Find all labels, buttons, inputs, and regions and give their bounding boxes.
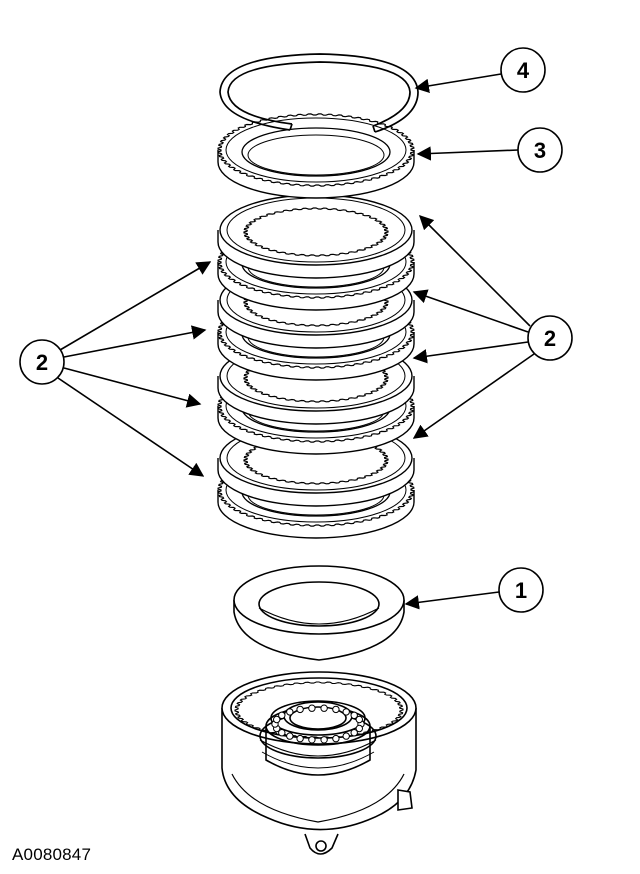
clutch-plate-stack bbox=[217, 113, 415, 539]
callout-1: 1 bbox=[404, 567, 544, 613]
bearing-ball bbox=[342, 708, 350, 716]
clutch-plate-friction-2 bbox=[217, 194, 415, 279]
bearing-ball bbox=[286, 732, 294, 740]
bearing-ball bbox=[278, 729, 286, 737]
bearing-ball bbox=[332, 705, 340, 714]
bearing-ball bbox=[278, 711, 286, 719]
callout-2-left: 2 bbox=[19, 261, 212, 477]
bearing-ball bbox=[342, 732, 350, 740]
clutch-plate-steel-1 bbox=[217, 113, 415, 199]
bearing-ball bbox=[296, 734, 304, 743]
bearing-ball bbox=[273, 715, 281, 724]
callout-2-left-label: 2 bbox=[36, 350, 48, 375]
bearing-ball bbox=[355, 715, 363, 724]
snap-ring bbox=[219, 53, 419, 133]
bearing-ball bbox=[296, 705, 304, 714]
bearing-ball bbox=[320, 736, 328, 744]
bearing-ball bbox=[308, 704, 316, 712]
callout-2-right-label: 2 bbox=[544, 326, 556, 351]
bearing-ball bbox=[308, 736, 316, 744]
bearing-ball bbox=[320, 704, 328, 712]
bearing-ball bbox=[350, 729, 358, 737]
clutch-drum bbox=[221, 671, 417, 855]
callout-2-right: 2 bbox=[412, 214, 573, 439]
callout-4-label: 4 bbox=[517, 58, 530, 83]
bearing-ball bbox=[350, 711, 358, 719]
bearing-ball bbox=[332, 734, 340, 743]
bearing-ball bbox=[355, 724, 363, 733]
callout-3: 3 bbox=[416, 127, 563, 173]
callout-3-label: 3 bbox=[534, 138, 546, 163]
dish-plate bbox=[233, 565, 405, 661]
callout-1-label: 1 bbox=[515, 578, 527, 603]
figure-id: A0080847 bbox=[12, 845, 92, 864]
bearing-ball bbox=[286, 708, 294, 716]
callout-4: 4 bbox=[414, 47, 546, 93]
